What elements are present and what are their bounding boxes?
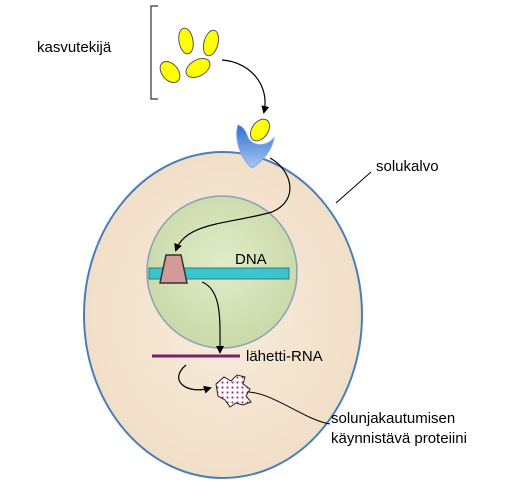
growth-factor-molecule-icon — [159, 27, 220, 84]
dna-strand — [148, 267, 290, 280]
label-cell-membrane: solukalvo — [376, 158, 439, 175]
arrow-dna-to-mrna — [201, 281, 225, 354]
arrow-receptor-to-nucleus — [269, 157, 291, 213]
arrow-into-nucleus — [174, 211, 273, 252]
receptor-icon — [236, 124, 275, 169]
label-growth-factor: kasvutekijä — [37, 39, 112, 56]
leader-protein — [248, 391, 331, 425]
bound-growth-factor-icon — [249, 118, 271, 142]
protein-blob-icon — [215, 374, 252, 408]
label-protein-line-1: solunjakautumisen — [331, 410, 455, 427]
rna-polymerase-icon — [159, 254, 188, 284]
arrow-growth-factor-to-receptor — [221, 59, 270, 114]
label-dna: DNA — [235, 251, 267, 268]
leader-cell-membrane — [335, 171, 372, 204]
arrow-mrna-to-protein — [178, 364, 212, 394]
label-mrna: lähetti-RNA — [246, 348, 323, 365]
growth-factor-bracket — [150, 5, 158, 100]
label-protein-line-2: käynnistävä proteiini — [331, 430, 467, 447]
